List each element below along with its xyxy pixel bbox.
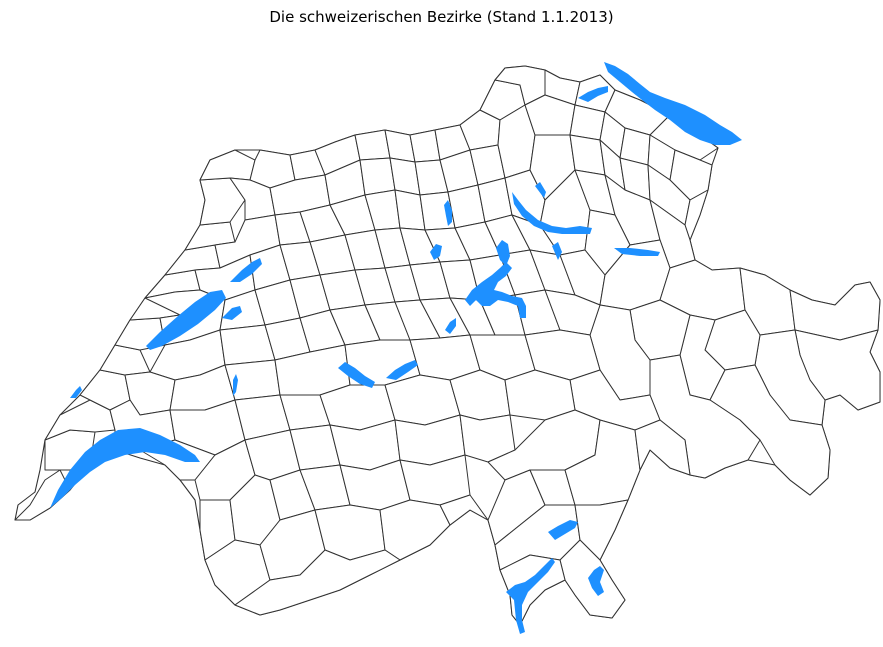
lake-geneva [50,428,200,508]
lake-greifensee [535,182,546,198]
district [634,419,691,476]
lake-hallwil [444,200,452,226]
lake-sarnen [445,318,456,334]
lake-thun [338,362,375,388]
district [354,129,391,161]
lake-lugano-south [588,566,604,596]
lakes [50,62,742,634]
district [384,374,461,426]
district [684,189,709,241]
lake-untersee [578,86,608,102]
lake-sempach [430,244,442,260]
district [234,549,401,616]
lake-lugano [548,520,578,540]
map-title: Die schweizerischen Bezirke (Stand 1.1.2… [269,8,614,26]
lake-neuchatel [146,290,226,350]
lake-constance [604,62,742,145]
district [359,157,396,196]
lake-murten [222,306,242,320]
lake-zug [496,240,510,266]
lake-sihlsee [552,242,562,260]
lake-zurich [512,192,592,234]
lake-maggiore [506,558,555,634]
district [789,281,881,341]
districts [14,65,881,626]
district [439,494,489,526]
lake-gruyere [233,374,238,396]
lake-joux [70,386,82,398]
lake-lucerne [465,262,526,318]
district [379,499,451,561]
district [184,221,236,251]
district [544,289,601,336]
district [199,149,256,181]
lake-biel [230,258,262,282]
district [99,344,151,376]
lake-brienz [386,360,418,380]
lake-walensee [614,248,660,256]
